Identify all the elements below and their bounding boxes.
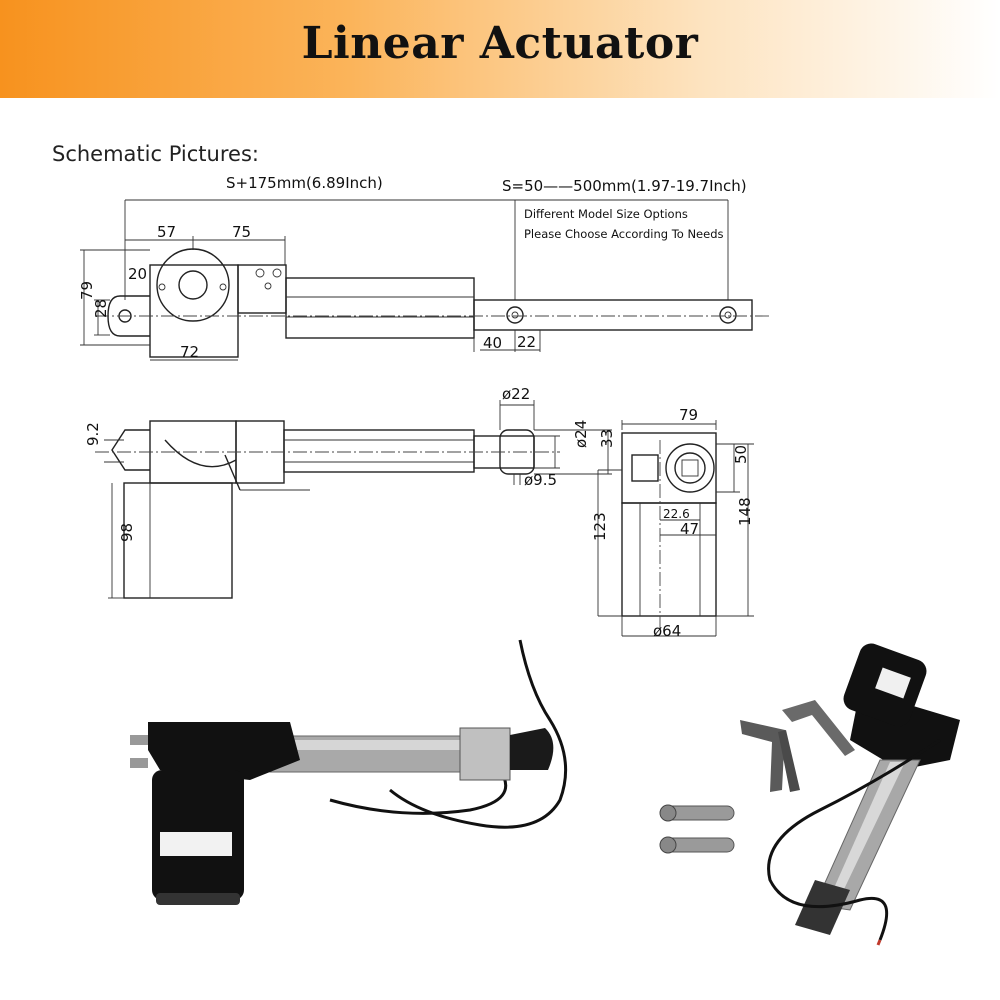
side-view: 9.2 98 ø22 ø24 33 ø9.5	[84, 385, 616, 599]
actuator-photo-left	[130, 639, 568, 905]
dim-9-2: 9.2	[84, 422, 102, 446]
dim-57: 57	[157, 223, 176, 241]
dim-phi24: ø24	[572, 420, 590, 448]
top-view: 57 75 20 79 28 72 40 22	[78, 199, 770, 361]
dim-phi64: ø64	[653, 622, 681, 640]
subtitle: Schematic Pictures:	[52, 142, 259, 166]
page-title: Linear Actuator	[301, 18, 699, 69]
dim-33: 33	[598, 429, 616, 448]
dim-width-79: 79	[679, 406, 698, 424]
dim-148: 148	[736, 497, 754, 526]
dim-98: 98	[118, 523, 136, 542]
dim-123: 123	[591, 512, 609, 541]
dim-phi22: ø22	[502, 385, 530, 403]
dim-50: 50	[732, 445, 750, 464]
dim-phi9-5: ø9.5	[524, 471, 557, 489]
choose-note: Please Choose According To Needs	[524, 227, 724, 241]
dim-72: 72	[180, 343, 199, 361]
dim-22: 22	[517, 333, 536, 351]
actuator-photo-right	[659, 643, 960, 946]
dim-22-6: 22.6	[663, 507, 690, 521]
size-options-note: Different Model Size Options	[524, 207, 688, 221]
dim-75: 75	[232, 223, 251, 241]
dim-47: 47	[680, 520, 699, 538]
dim-28: 28	[92, 299, 110, 318]
dim-40: 40	[483, 334, 502, 352]
dim-20: 20	[128, 265, 147, 283]
stroke-range-label: S=50——500mm(1.97-19.7Inch)	[502, 177, 747, 195]
stroke-total-label: S+175mm(6.89Inch)	[226, 174, 383, 192]
title-banner: Linear Actuator	[0, 0, 1000, 98]
dim-79: 79	[78, 281, 96, 300]
end-view: 79 50 22.6 47 123 148 ø64	[591, 406, 754, 640]
